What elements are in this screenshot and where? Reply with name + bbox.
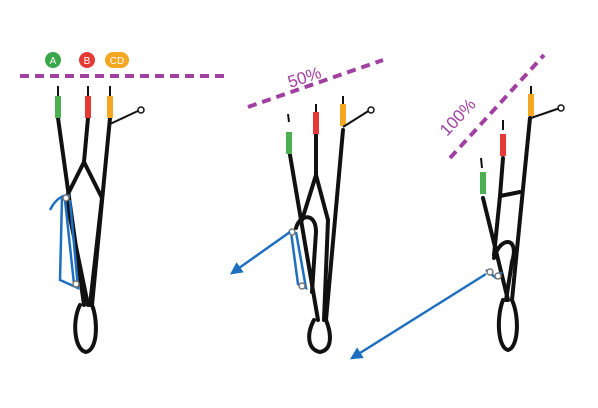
line-connectors-neutral bbox=[55, 86, 145, 125]
badge-b: B bbox=[79, 52, 95, 68]
percent-label-half: 50% bbox=[285, 63, 323, 92]
speed-arrow-half bbox=[229, 230, 291, 275]
speed-system-neutral bbox=[48, 194, 80, 291]
badge-a: A bbox=[45, 52, 61, 68]
speed-system-full bbox=[485, 268, 503, 280]
panel-neutral: A B CD bbox=[20, 52, 230, 355]
reference-line-half bbox=[247, 58, 384, 109]
line-connectors-full bbox=[480, 86, 565, 194]
line-connectors-half bbox=[286, 96, 375, 154]
riser-assembly-full bbox=[481, 116, 532, 353]
reference-line-full bbox=[448, 53, 546, 160]
panel-half: 50% bbox=[229, 58, 384, 355]
badge-cd-label: CD bbox=[110, 56, 124, 67]
panel-full: 100% bbox=[349, 53, 565, 360]
badge-b-label: B bbox=[84, 56, 91, 67]
speed-arrow-full bbox=[349, 272, 487, 360]
badge-a-label: A bbox=[50, 56, 57, 67]
riser-assembly-half bbox=[288, 128, 345, 355]
riser-assembly-neutral bbox=[56, 116, 112, 355]
badge-cd: CD bbox=[105, 52, 129, 68]
